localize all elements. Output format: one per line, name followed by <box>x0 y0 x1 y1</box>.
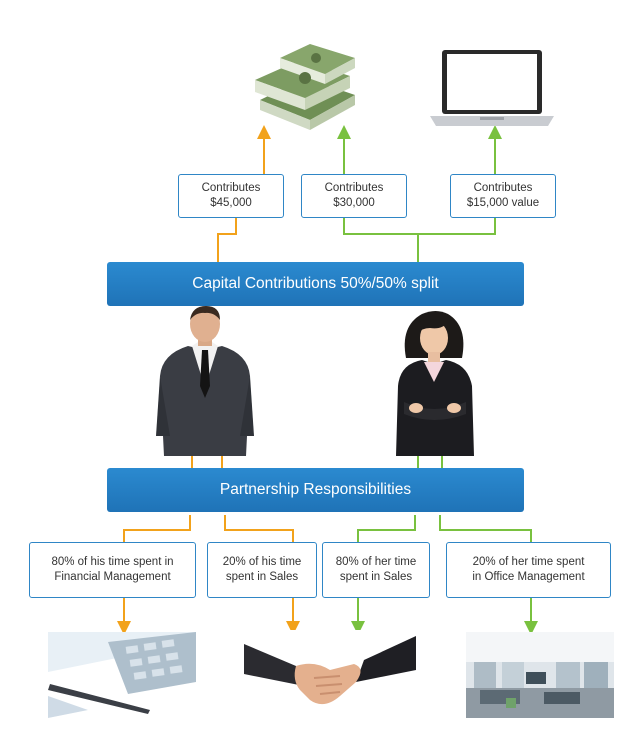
contribution-label: Contributes <box>324 182 384 194</box>
responsibility-box-3: 80% of her time spent in Sales <box>322 542 430 598</box>
contribution-amount: $30,000 <box>333 197 375 209</box>
calculator-pen-icon <box>48 632 196 718</box>
contribution-box-1: Contributes $45,000 <box>178 174 284 218</box>
handshake-icon <box>244 630 416 720</box>
businesswoman-icon <box>396 311 474 456</box>
responsibility-box-1: 80% of his time spent in Financial Manag… <box>29 542 196 598</box>
responsibility-box-2: 20% of his time spent in Sales <box>207 542 317 598</box>
businessman-icon <box>156 306 254 456</box>
contribution-label: Contributes <box>473 182 533 194</box>
contribution-amount: $45,000 <box>210 197 252 209</box>
contribution-amount: $15,000 value <box>466 197 540 209</box>
line-green-top <box>343 218 496 265</box>
office-icon <box>466 632 614 718</box>
responsibility-box-4: 20% of her time spent in Office Manageme… <box>446 542 611 598</box>
line-orange-bottom <box>123 515 294 542</box>
contribution-label: Contributes <box>201 182 261 194</box>
partnership-responsibilities-banner: Partnership Responsibilities <box>107 468 524 512</box>
line-green-bottom <box>357 515 532 542</box>
laptop-icon <box>430 50 554 126</box>
capital-contributions-banner: Capital Contributions 50%/50% split <box>107 262 524 306</box>
contribution-box-2: Contributes $30,000 <box>301 174 407 218</box>
cash-stack-icon <box>255 44 355 130</box>
line-orange-top <box>217 218 237 265</box>
contribution-box-3: Contributes $15,000 value <box>450 174 556 218</box>
